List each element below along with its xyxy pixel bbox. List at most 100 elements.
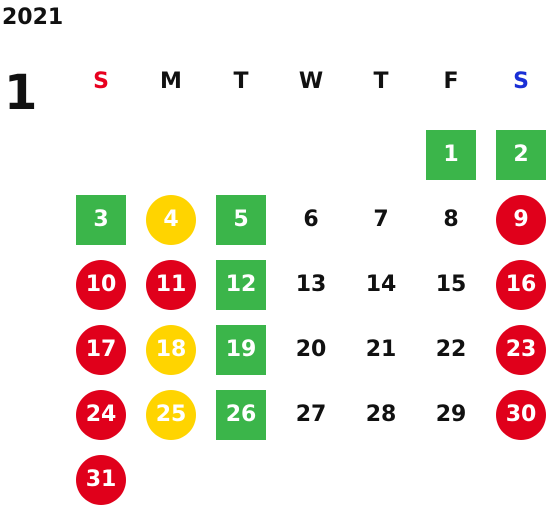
empty-day — [76, 130, 126, 180]
empty-day — [286, 130, 336, 180]
empty-day — [216, 455, 266, 505]
day-cell: 26 — [206, 382, 276, 447]
day-22[interactable]: 22 — [435, 337, 467, 362]
day-cell — [136, 447, 206, 512]
day-cell: 22 — [416, 317, 486, 382]
day-17[interactable]: 17 — [76, 324, 126, 375]
day-23[interactable]: 23 — [496, 324, 546, 375]
day-cell: 30 — [486, 382, 548, 447]
day-cell: 8 — [416, 187, 486, 252]
day-7[interactable]: 7 — [373, 207, 389, 232]
empty-day — [146, 455, 196, 505]
day-12[interactable]: 12 — [216, 259, 266, 310]
day-cell — [346, 122, 416, 187]
empty-day — [286, 455, 336, 505]
day-cell — [416, 447, 486, 512]
day-16[interactable]: 16 — [496, 259, 546, 310]
day-8[interactable]: 8 — [443, 207, 459, 232]
weekday-header-row: S M T W T F S — [66, 62, 548, 100]
day-cell: 31 — [66, 447, 136, 512]
day-cell: 7 — [346, 187, 416, 252]
empty-day — [216, 130, 266, 180]
weekday-tuesday: T — [233, 68, 249, 94]
week-row: 10 11 12 13 14 15 16 — [66, 252, 548, 317]
weekday-thursday: T — [373, 68, 389, 94]
day-cell: 25 — [136, 382, 206, 447]
day-21[interactable]: 21 — [365, 337, 397, 362]
day-cell — [206, 122, 276, 187]
day-cell: 4 — [136, 187, 206, 252]
day-11[interactable]: 11 — [146, 259, 196, 310]
day-9[interactable]: 9 — [496, 194, 546, 245]
day-cell — [346, 447, 416, 512]
day-cell: 16 — [486, 252, 548, 317]
day-cell — [66, 122, 136, 187]
day-cell: 2 — [486, 122, 548, 187]
day-4[interactable]: 4 — [146, 194, 196, 245]
day-28[interactable]: 28 — [365, 402, 397, 427]
day-cell: 10 — [66, 252, 136, 317]
day-cell: 23 — [486, 317, 548, 382]
day-19[interactable]: 19 — [216, 324, 266, 375]
day-cell: 29 — [416, 382, 486, 447]
day-cell: 21 — [346, 317, 416, 382]
day-30[interactable]: 30 — [496, 389, 546, 440]
day-cell: 28 — [346, 382, 416, 447]
day-cell: 12 — [206, 252, 276, 317]
day-cell: 13 — [276, 252, 346, 317]
day-24[interactable]: 24 — [76, 389, 126, 440]
day-3[interactable]: 3 — [76, 194, 126, 245]
day-6[interactable]: 6 — [303, 207, 319, 232]
day-18[interactable]: 18 — [146, 324, 196, 375]
day-cell: 24 — [66, 382, 136, 447]
day-31[interactable]: 31 — [76, 454, 126, 505]
empty-day — [146, 130, 196, 180]
day-cell: 27 — [276, 382, 346, 447]
day-cell: 20 — [276, 317, 346, 382]
day-cell: 18 — [136, 317, 206, 382]
day-cell: 5 — [206, 187, 276, 252]
day-13[interactable]: 13 — [295, 272, 327, 297]
day-cell: 19 — [206, 317, 276, 382]
week-row: 24 25 26 27 28 29 30 — [66, 382, 548, 447]
day-cell: 6 — [276, 187, 346, 252]
empty-day — [496, 455, 546, 505]
year-label: 2021 — [2, 5, 64, 30]
empty-day — [426, 455, 476, 505]
day-25[interactable]: 25 — [146, 389, 196, 440]
day-2[interactable]: 2 — [496, 129, 546, 180]
day-15[interactable]: 15 — [435, 272, 467, 297]
day-cell: 14 — [346, 252, 416, 317]
day-cell — [136, 122, 206, 187]
weekday-wednesday: W — [298, 68, 324, 94]
day-29[interactable]: 29 — [435, 402, 467, 427]
day-cell — [276, 122, 346, 187]
weekday-friday: F — [443, 68, 459, 94]
day-5[interactable]: 5 — [216, 194, 266, 245]
day-27[interactable]: 27 — [295, 402, 327, 427]
weekday-monday: M — [160, 68, 182, 94]
day-cell: 9 — [486, 187, 548, 252]
day-1[interactable]: 1 — [426, 129, 476, 180]
weekday-sunday: S — [93, 68, 109, 94]
empty-day — [356, 130, 406, 180]
day-cell: 15 — [416, 252, 486, 317]
day-cell: 17 — [66, 317, 136, 382]
day-cell: 11 — [136, 252, 206, 317]
empty-day — [356, 455, 406, 505]
day-20[interactable]: 20 — [295, 337, 327, 362]
weekday-saturday: S — [513, 68, 529, 94]
day-26[interactable]: 26 — [216, 389, 266, 440]
week-row: 31 — [66, 447, 548, 512]
day-10[interactable]: 10 — [76, 259, 126, 310]
week-row: 17 18 19 20 21 22 23 — [66, 317, 548, 382]
day-cell — [276, 447, 346, 512]
day-14[interactable]: 14 — [365, 272, 397, 297]
day-cell: 3 — [66, 187, 136, 252]
day-cell: 1 — [416, 122, 486, 187]
day-cell — [206, 447, 276, 512]
